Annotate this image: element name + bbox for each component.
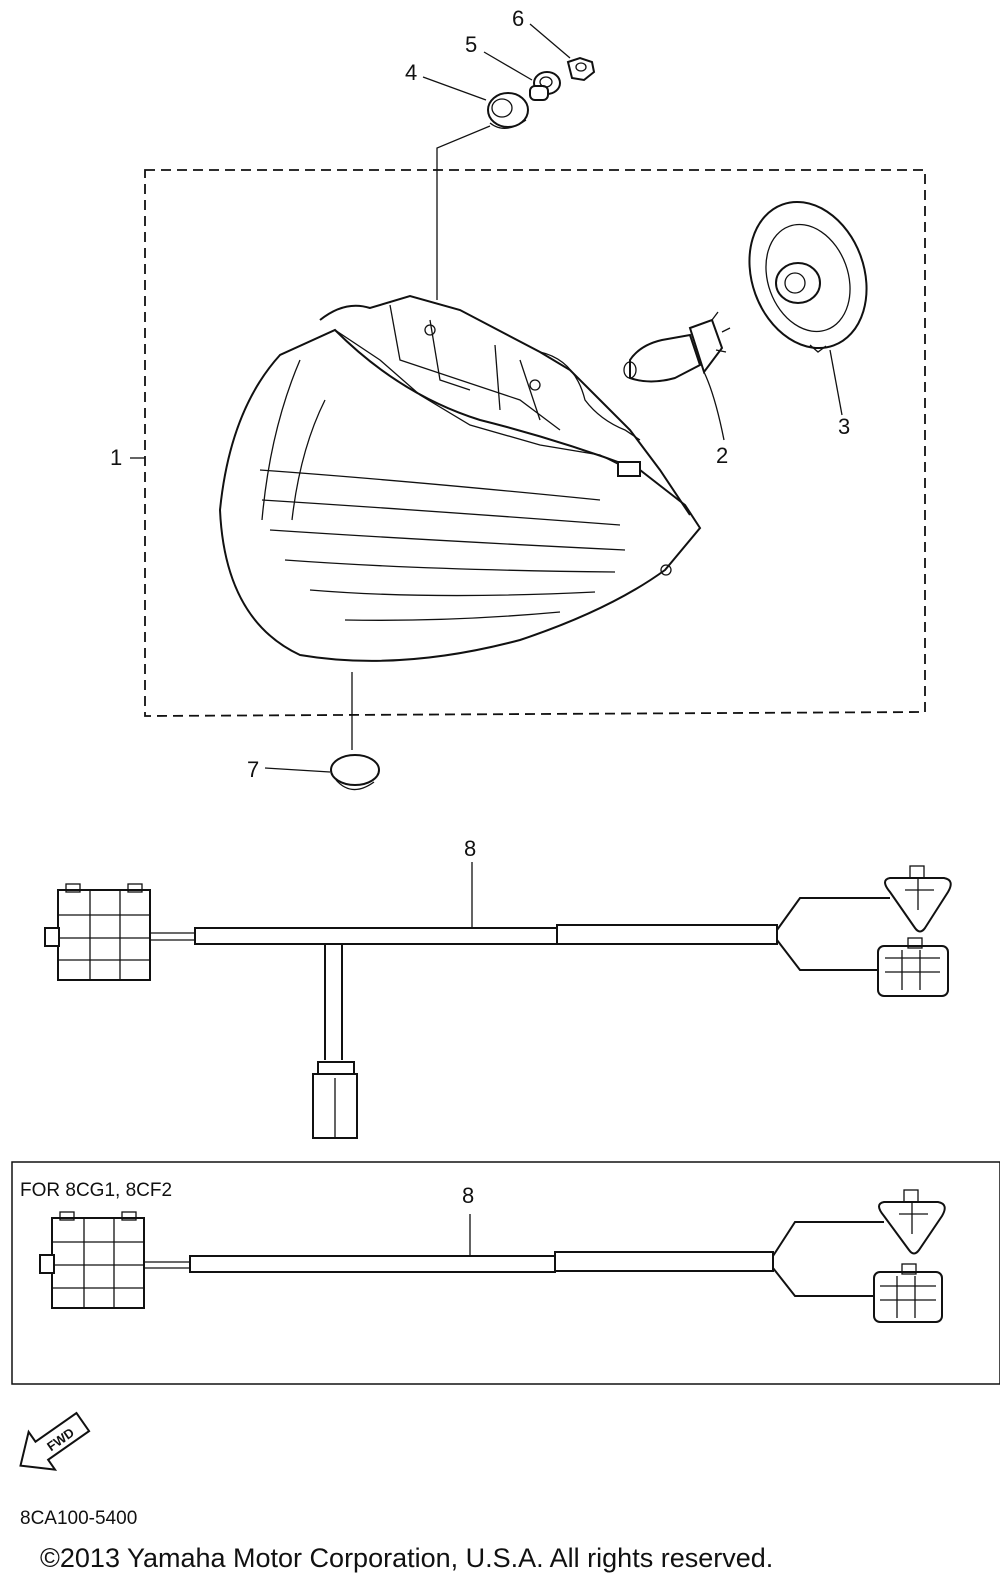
callout-8-main: 8: [464, 836, 476, 861]
callout-5: 5: [465, 32, 477, 57]
callout-4: 4: [405, 60, 417, 85]
assembly-dashed-box: [144, 169, 926, 717]
fwd-arrow-icon: FWD: [19, 1411, 91, 1471]
callout-2: 2: [716, 443, 728, 468]
part-3-bulb-cover: [748, 200, 868, 353]
part-7-plug: [330, 754, 380, 791]
part-6-nut: [566, 56, 596, 82]
diagram-code: 8CA100-5400: [20, 1508, 137, 1529]
callout-3: 3: [838, 414, 850, 439]
callout-6: 6: [512, 6, 524, 31]
variant-box: [11, 1161, 1000, 1385]
part-5-collar: [529, 71, 561, 101]
part-2-bulb: [623, 311, 731, 383]
wire-harness-main: [44, 865, 952, 1139]
part-4-grommet: [487, 92, 529, 129]
headlight-housing: [218, 294, 702, 662]
callout-1: 1: [110, 445, 122, 470]
copyright-notice: ©2013 Yamaha Motor Corporation, U.S.A. A…: [40, 1543, 773, 1573]
variant-box-label: FOR 8CG1, 8CF2: [20, 1180, 172, 1201]
callout-7: 7: [247, 757, 259, 782]
callout-8-variant: 8: [462, 1183, 474, 1208]
wire-harness-variant: [39, 1189, 946, 1323]
